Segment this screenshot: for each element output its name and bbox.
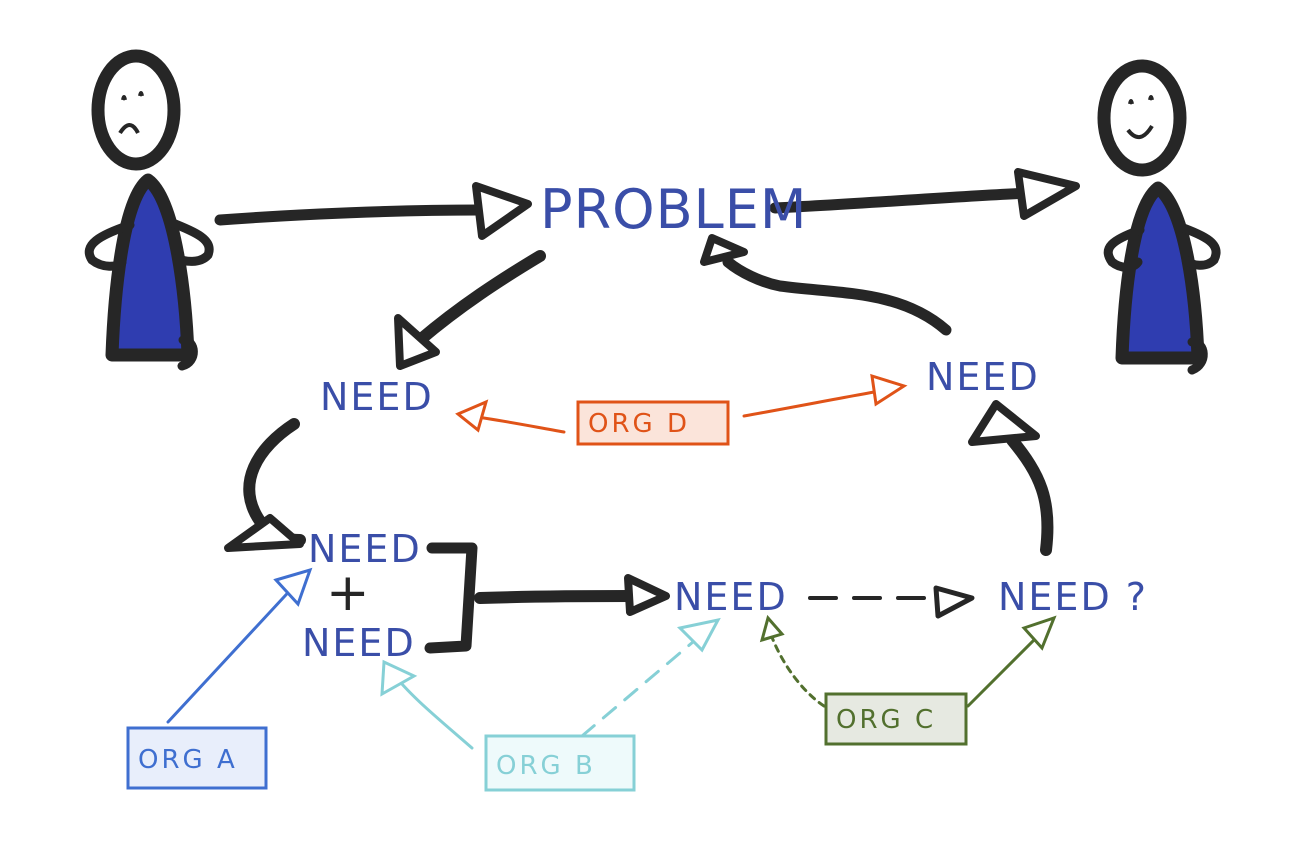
arrow-stack-to-need-center xyxy=(474,590,638,604)
problem-label: PROBLEM xyxy=(540,178,807,241)
org-a-arrow xyxy=(166,567,313,724)
arrow-need-right-to-problem xyxy=(722,256,952,336)
org-d-arrows xyxy=(455,373,908,434)
need-question: NEED ? xyxy=(998,575,1148,619)
org-a-label: ORG A xyxy=(138,745,238,775)
org-a-box: ORG A xyxy=(126,726,268,790)
need-stack-bottom: NEED xyxy=(302,621,416,665)
arrow-problem-to-need-left xyxy=(414,250,546,346)
need-stack-top: NEED xyxy=(308,527,422,571)
org-d-label: ORG D xyxy=(588,409,690,439)
org-c-box: ORG C xyxy=(824,692,968,746)
org-d-box: ORG D xyxy=(576,400,730,446)
sad-person-icon xyxy=(84,49,214,371)
arrow-problem-to-person xyxy=(769,187,1036,214)
need-left-top: NEED xyxy=(320,375,434,419)
need-right-top: NEED xyxy=(926,355,1040,399)
arrow-person-to-problem xyxy=(214,204,486,226)
org-b-label: ORG B xyxy=(496,751,596,781)
need-center: NEED xyxy=(674,575,788,619)
org-b-box: ORG B xyxy=(484,734,636,792)
plus-sign: + xyxy=(326,563,370,623)
org-c-label: ORG C xyxy=(836,705,936,735)
org-b-arrows xyxy=(380,617,721,750)
bracket xyxy=(424,542,478,654)
happy-person-icon xyxy=(1097,59,1221,375)
org-c-arrows xyxy=(759,614,1057,708)
black-arrows xyxy=(214,168,1080,654)
arrow-q-to-need-right xyxy=(1006,434,1054,556)
